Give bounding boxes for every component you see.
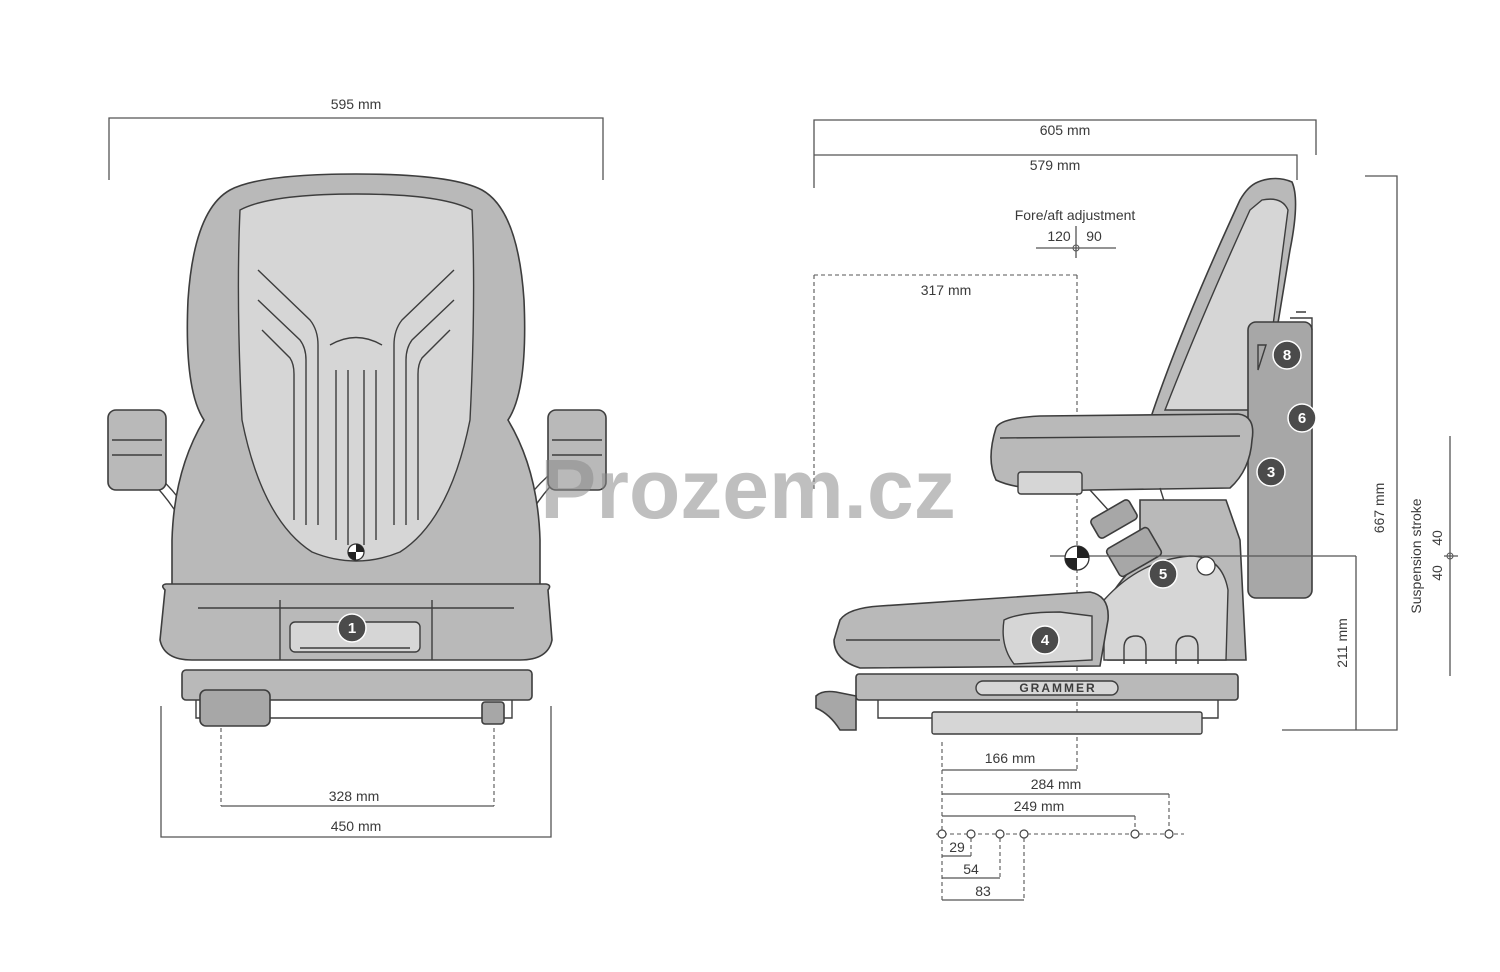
dim-label-328: 328 mm (329, 788, 380, 804)
side-seat-cushion (833, 591, 1109, 669)
dim-label-166: 166 mm (985, 750, 1036, 766)
dim-line-450 (160, 706, 552, 838)
brand-label: GRAMMER (1019, 681, 1096, 695)
dim-line-595 (108, 117, 604, 180)
dim-label-667: 667 mm (1371, 483, 1387, 534)
suspension-down-label: 40 (1429, 565, 1445, 581)
marker-8: 8 (1272, 340, 1302, 370)
dim-line-328 (220, 728, 495, 806)
dim-label-83: 83 (975, 883, 991, 899)
dim-label-595: 595 mm (331, 96, 382, 112)
svg-text:1: 1 (348, 620, 356, 637)
dim-label-211: 211 mm (1334, 618, 1350, 668)
marker-3: 3 (1256, 457, 1286, 487)
marker-1: 1 (337, 613, 367, 643)
front-view: 595 mm (107, 96, 607, 838)
dim-label-29: 29 (949, 839, 965, 855)
side-armrest (990, 413, 1254, 521)
svg-text:6: 6 (1298, 410, 1306, 427)
fore-aft-title: Fore/aft adjustment (1015, 207, 1136, 223)
suspension-up-label: 40 (1429, 530, 1445, 546)
side-base: GRAMMER (815, 673, 1239, 735)
watermark: Prozem.cz (540, 442, 956, 536)
seat-reference-point-icon (1050, 545, 1356, 571)
fore-aft-forward: 90 (1086, 228, 1102, 244)
right-armrest (497, 409, 607, 590)
dim-label-54: 54 (963, 861, 979, 877)
dim-line-667 (1282, 175, 1398, 731)
svg-text:8: 8 (1283, 347, 1291, 364)
marker-4: 4 (1030, 625, 1060, 655)
dim-line-605 (813, 119, 1317, 188)
fore-aft-back: 120 (1047, 228, 1071, 244)
dim-label-579: 579 mm (1030, 157, 1081, 173)
front-backrest (171, 173, 541, 601)
side-suspension (1090, 499, 1247, 664)
dim-label-605: 605 mm (1040, 122, 1091, 138)
dim-label-284: 284 mm (1031, 776, 1082, 792)
dim-line-579 (814, 154, 1298, 180)
dim-label-450: 450 mm (331, 818, 382, 834)
svg-text:4: 4 (1041, 632, 1050, 649)
dim-label-249: 249 mm (1014, 798, 1065, 814)
front-base (181, 669, 533, 727)
dim-line-317 (813, 274, 1078, 770)
dim-label-317: 317 mm (921, 282, 972, 298)
svg-text:5: 5 (1159, 566, 1167, 583)
marker-5: 5 (1148, 559, 1178, 589)
left-armrest (107, 409, 211, 561)
marker-6: 6 (1287, 403, 1317, 433)
svg-text:3: 3 (1267, 464, 1275, 481)
side-view: 605 mm 579 mm Fore/aft adjustment 120 90… (813, 119, 1458, 901)
suspension-stroke-label: Suspension stroke (1408, 498, 1424, 613)
side-backrest (1148, 177, 1313, 599)
suspension-stroke-line (1444, 436, 1458, 676)
